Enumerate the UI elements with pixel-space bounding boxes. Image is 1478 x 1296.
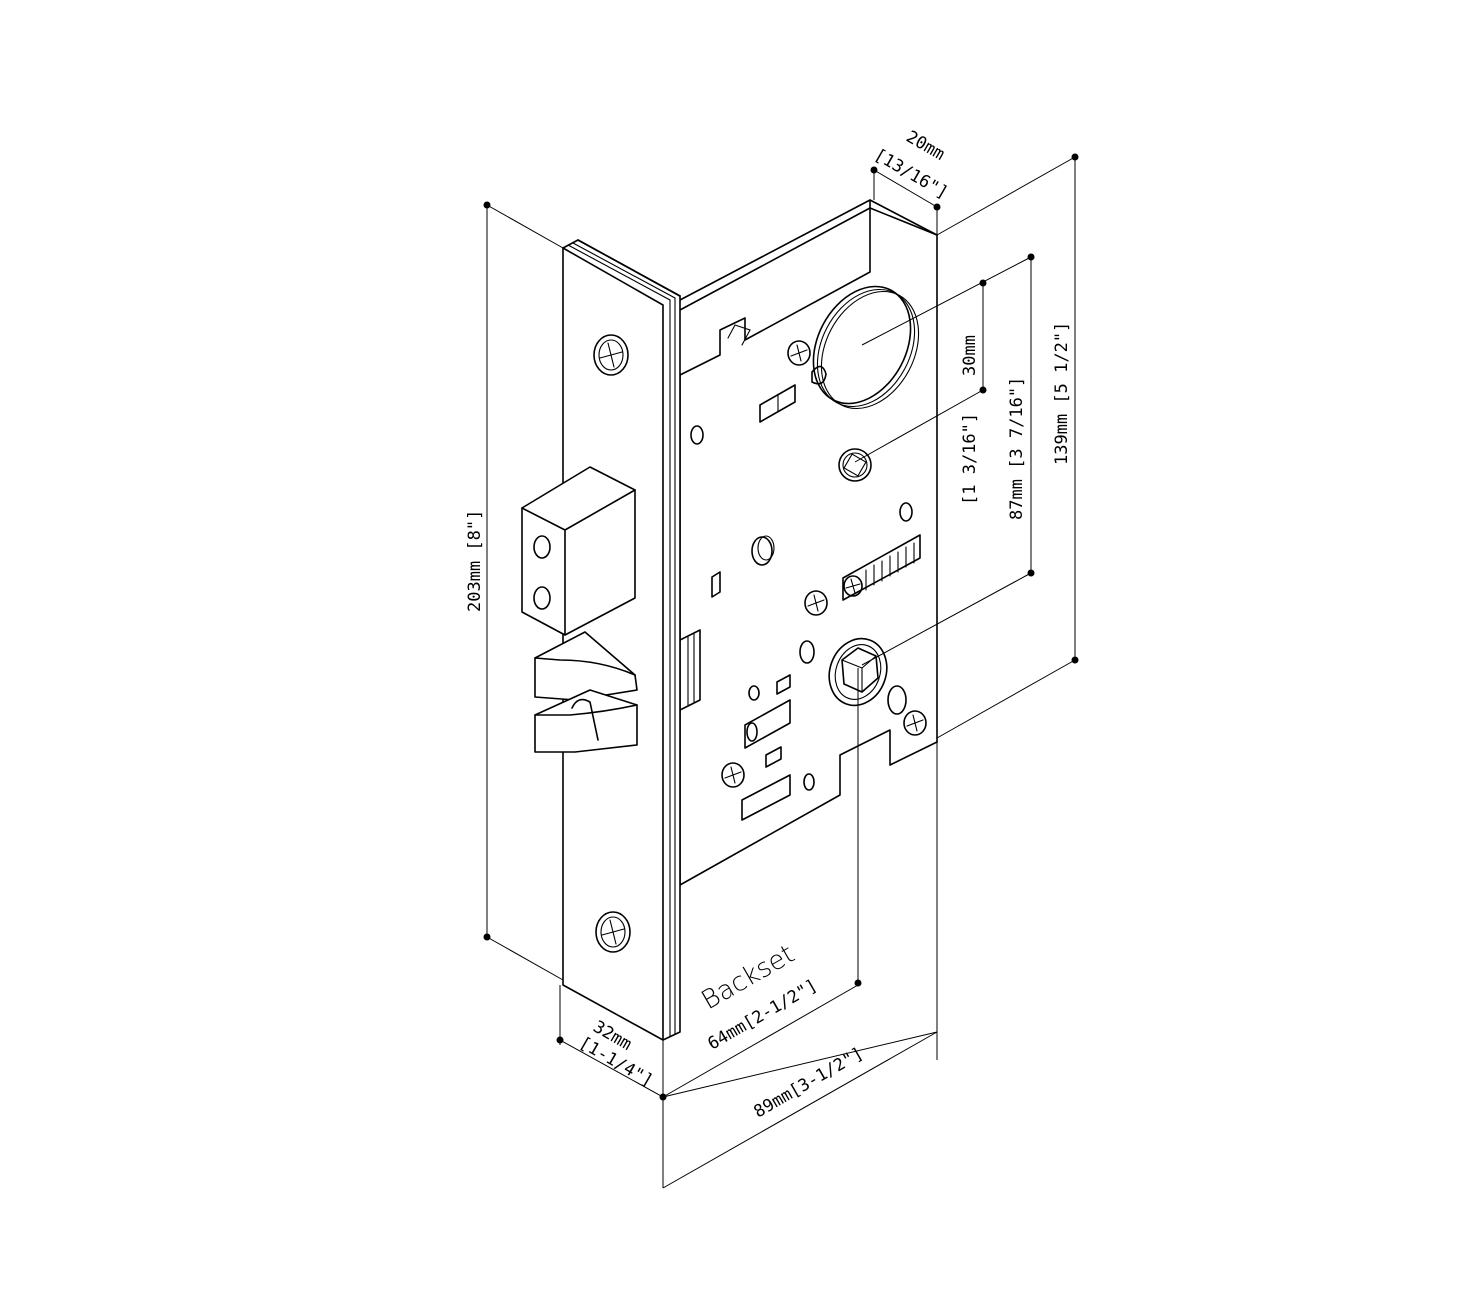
faceplate <box>562 239 681 1041</box>
case-screw-1 <box>787 340 811 366</box>
label-cyl-to-hub: 87mm [3 7/16"] <box>1007 377 1027 520</box>
cylinder-hole <box>811 285 920 410</box>
faceplate-screw-top <box>593 334 629 376</box>
dimension-case-depth <box>870 166 941 1060</box>
dimension-face-height <box>483 201 564 981</box>
dimension-face-width <box>556 985 664 1098</box>
label-case-width: 89mm[3-1/2"] <box>751 1044 867 1123</box>
dimension-case-width <box>659 1031 938 1189</box>
label-case-depth-mm: 20mm <box>903 127 948 165</box>
thumbturn-hub <box>838 448 872 482</box>
dimension-hub-spacing <box>854 279 987 463</box>
dimension-case-height <box>936 153 1079 739</box>
case-screw-4 <box>903 710 927 736</box>
case-screw-5 <box>721 762 745 788</box>
faceplate-screw-bottom <box>595 911 631 953</box>
label-hub-spacing-in: [1 3/16"] <box>960 413 980 505</box>
case-features <box>679 384 921 821</box>
dimension-backset <box>662 668 862 1098</box>
case-screw-3 <box>804 590 828 616</box>
label-face-height: 203mm [8"] <box>465 510 485 612</box>
latchbolt <box>534 631 638 701</box>
deadbolt <box>521 466 636 636</box>
auxiliary-latch <box>534 689 638 753</box>
dimension-cyl-to-hub <box>861 253 1035 666</box>
label-hub-spacing: 30mm <box>960 335 980 376</box>
case-screw-2 <box>843 575 863 597</box>
label-case-height: 139mm [5 1/2"] <box>1052 322 1072 465</box>
lock-case-body <box>679 199 938 886</box>
